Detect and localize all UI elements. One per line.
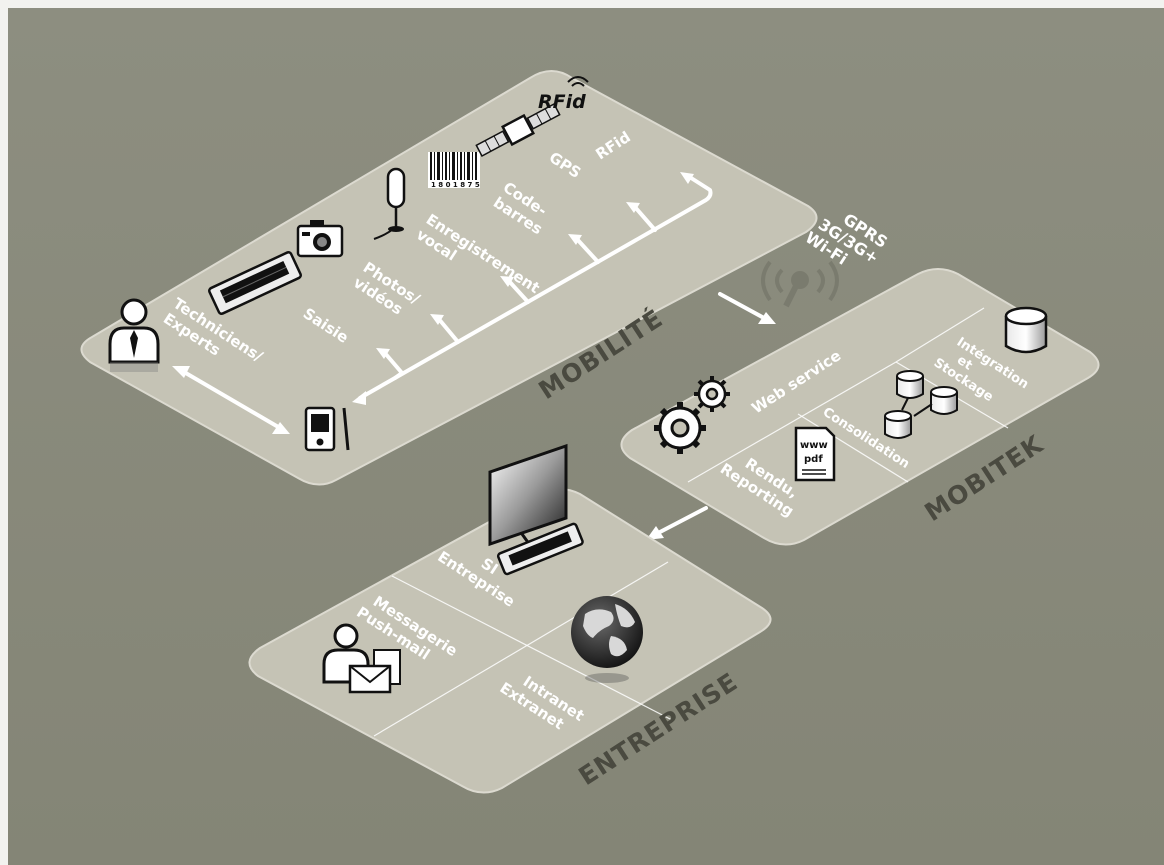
globe-icon (571, 596, 643, 683)
keyboard-terminal-icon (208, 251, 302, 315)
storage-cylinders-icon (884, 370, 958, 439)
document-icon: www pdf (794, 426, 836, 482)
double-arrow (172, 366, 290, 434)
wireless-antenna-icon (761, 260, 839, 308)
technician-person-icon (108, 298, 160, 372)
mobitek-platform: www pdf Web service Intégration et Stock… (620, 268, 1100, 546)
person-mail-icon (322, 623, 401, 694)
mobilite-platform: 1 8 0 1 8 7 5 RFid RFid GPS (80, 70, 818, 486)
computer-monitor-icon (488, 443, 584, 576)
flow-arrow-mobitek-to-entreprise (646, 506, 708, 540)
rfid-logo: RFid (538, 76, 589, 113)
camera-icon (296, 220, 344, 258)
database-icon (1004, 306, 1048, 354)
entreprise-platform: SI Entreprise Messagerie Push-mail Intra… (248, 443, 772, 794)
document-pdf: pdf (804, 454, 823, 465)
barcode-icon: 1 8 0 1 8 7 5 (428, 152, 480, 189)
document-www: www (800, 440, 828, 451)
pda-icon (304, 406, 350, 452)
barcode-digits: 1 8 0 1 8 7 5 (431, 181, 480, 189)
gears-icon (654, 376, 730, 454)
microphone-icon (373, 167, 406, 240)
label-integration-2: et (954, 353, 975, 374)
satellite-icon (475, 103, 561, 157)
capture-tree-arrows (352, 172, 713, 405)
rfid-logo-text: RFid (538, 91, 586, 113)
flow-arrow-mobilite-to-mobitek (718, 292, 776, 324)
